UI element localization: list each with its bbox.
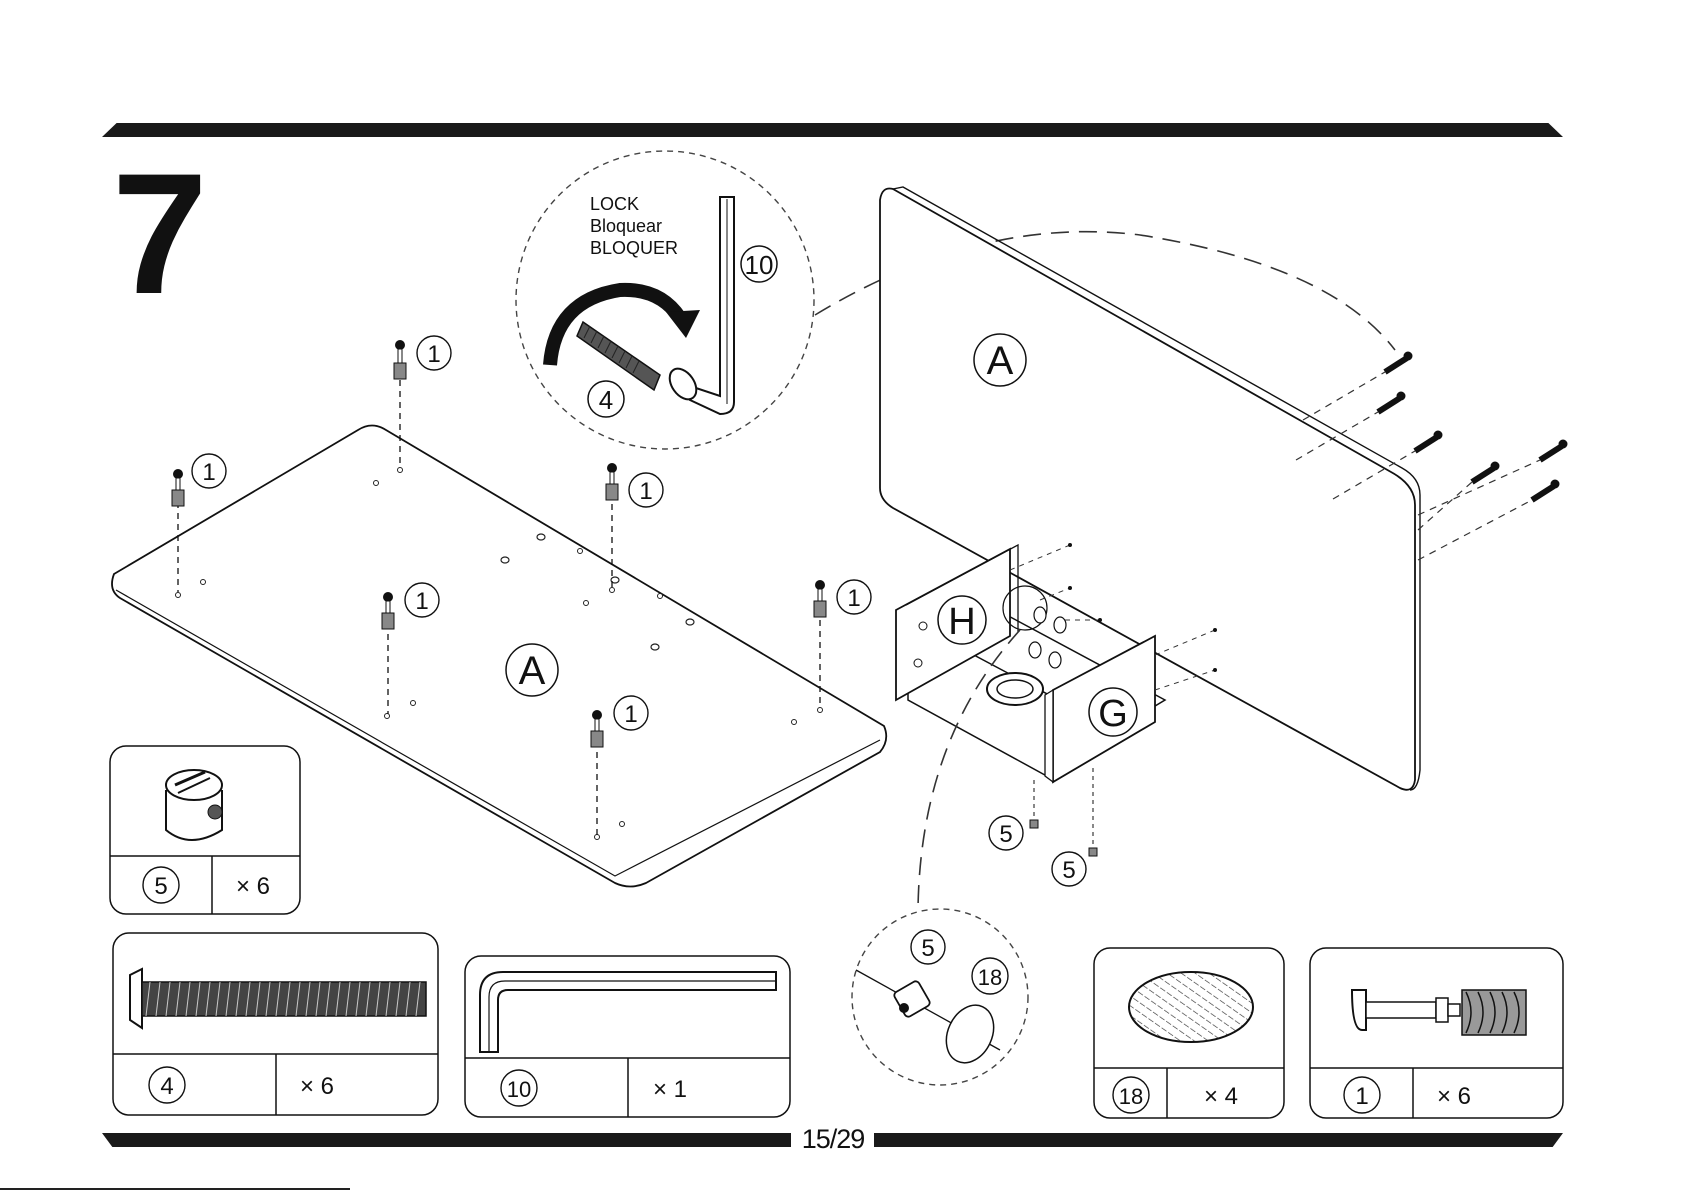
bottom-divider-bar-left <box>102 1133 791 1147</box>
panel-label-a-horizontal: A <box>506 644 558 696</box>
part-label-10: 10 <box>741 246 777 282</box>
barrel-nut-detail: 5 18 <box>852 909 1028 1085</box>
svg-text:5: 5 <box>999 821 1012 848</box>
hex-key-icon <box>690 197 734 414</box>
lock-text-es: Bloquear <box>590 216 662 236</box>
svg-text:A: A <box>519 649 546 693</box>
svg-text:G: G <box>1098 693 1128 735</box>
panel-label-g: G <box>1089 688 1137 736</box>
legend-box-part-10: 10 × 1 <box>465 956 790 1117</box>
svg-text:1: 1 <box>202 459 215 486</box>
svg-text:× 6: × 6 <box>1437 1083 1471 1110</box>
legend-box-part-5: 5 × 6 <box>110 746 300 914</box>
svg-text:1: 1 <box>1355 1083 1368 1110</box>
svg-text:× 6: × 6 <box>300 1073 334 1100</box>
svg-text:× 4: × 4 <box>1204 1083 1238 1110</box>
svg-text:A: A <box>987 339 1014 383</box>
cover-cap-icon <box>1129 972 1253 1042</box>
svg-text:18: 18 <box>1119 1084 1143 1109</box>
svg-text:5: 5 <box>921 935 934 962</box>
lock-text-fr: BLOQUER <box>590 238 678 258</box>
bottom-rule <box>0 1188 350 1190</box>
svg-text:18: 18 <box>978 965 1002 990</box>
svg-text:1: 1 <box>415 588 428 615</box>
svg-text:1: 1 <box>847 585 860 612</box>
legend-box-part-1: 1 × 6 <box>1310 948 1563 1118</box>
svg-text:4: 4 <box>160 1073 173 1100</box>
svg-text:5: 5 <box>1062 857 1075 884</box>
svg-text:5: 5 <box>154 873 167 900</box>
lock-text-en: LOCK <box>590 194 639 214</box>
panel-label-h: H <box>938 596 986 644</box>
barrel-nut-icon <box>166 770 222 840</box>
svg-text:H: H <box>948 601 975 643</box>
bottom-divider-bar-right <box>874 1133 1563 1147</box>
svg-text:4: 4 <box>599 385 613 415</box>
panel-label-a-upright: A <box>974 334 1026 386</box>
page-indicator: 15/29 <box>793 1124 873 1155</box>
legend-box-part-18: 18 × 4 <box>1094 948 1284 1118</box>
svg-text:1: 1 <box>427 341 440 368</box>
part-label-4: 4 <box>588 381 624 417</box>
svg-text:1: 1 <box>639 478 652 505</box>
svg-text:10: 10 <box>507 1077 531 1102</box>
svg-text:× 1: × 1 <box>653 1076 687 1103</box>
svg-text:× 6: × 6 <box>236 873 270 900</box>
bolts-icon <box>1378 352 1567 500</box>
svg-text:10: 10 <box>745 250 774 280</box>
svg-text:1: 1 <box>624 701 637 728</box>
legend-box-part-4: 4 × 6 <box>113 933 438 1115</box>
